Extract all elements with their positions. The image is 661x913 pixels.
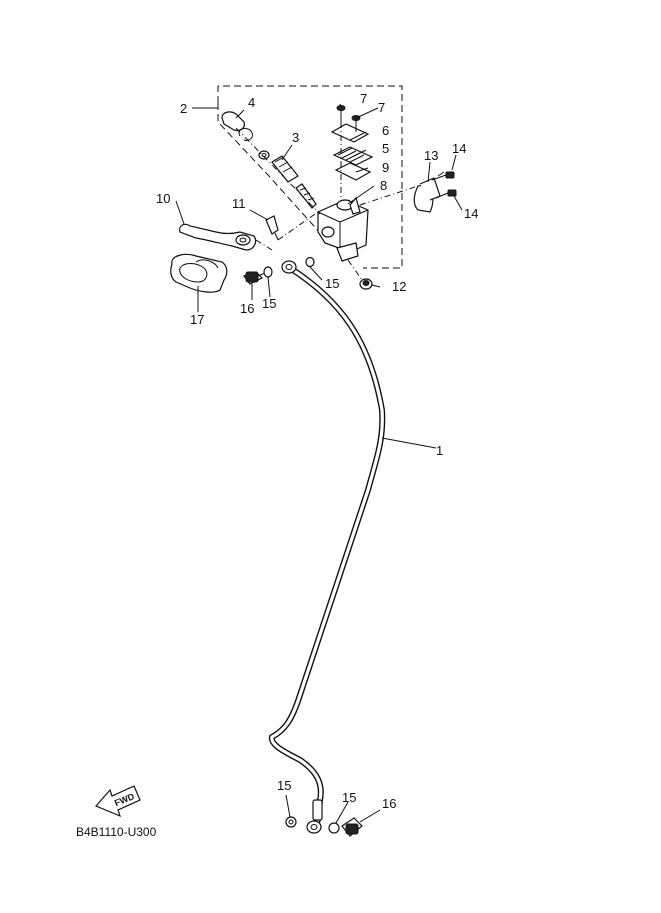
hose-lower-fitting bbox=[306, 799, 323, 834]
master-cylinder-body bbox=[317, 196, 369, 262]
piston-spring bbox=[295, 183, 317, 209]
callout-12: 12 bbox=[392, 279, 406, 294]
diaphragm-plate-5 bbox=[332, 146, 374, 166]
callout-15-lower-left: 15 bbox=[277, 778, 291, 793]
callout-7-left: 7 bbox=[360, 91, 367, 106]
callout-11: 11 bbox=[232, 196, 246, 211]
callout-1: 1 bbox=[436, 443, 443, 458]
callout-15-upper-right: 15 bbox=[325, 276, 339, 291]
master-cylinder-kit-boundary bbox=[192, 85, 403, 269]
clamp-bolt-lower bbox=[435, 189, 457, 199]
leader-lines bbox=[175, 103, 463, 824]
push-rod bbox=[265, 215, 279, 241]
sealing-washer-lower-right bbox=[328, 822, 340, 834]
sealing-washer-lower-left bbox=[285, 816, 297, 828]
piston-boot-4 bbox=[221, 111, 245, 132]
callout-2: 2 bbox=[180, 101, 187, 116]
callout-13: 13 bbox=[424, 148, 438, 163]
sealing-washer-upper-right bbox=[305, 256, 315, 268]
banjo-bolt-lower bbox=[341, 817, 363, 837]
callout-16-upper: 16 bbox=[240, 301, 254, 316]
callout-14-upper: 14 bbox=[452, 141, 466, 156]
sealing-washer-upper-left bbox=[263, 266, 273, 278]
brake-lever bbox=[179, 223, 257, 251]
callout-15-upper-left: 15 bbox=[262, 296, 276, 311]
cap-screw-left bbox=[336, 105, 346, 122]
callout-8: 8 bbox=[380, 178, 387, 193]
callout-4: 4 bbox=[248, 95, 255, 110]
callout-17: 17 bbox=[190, 312, 204, 327]
callout-5: 5 bbox=[382, 141, 389, 156]
diaphragm-9 bbox=[334, 162, 372, 181]
diagram-code: B4B1110-U300 bbox=[76, 825, 157, 839]
callout-6: 6 bbox=[382, 123, 389, 138]
callout-9: 9 bbox=[382, 160, 389, 175]
callout-15-lower-right: 15 bbox=[342, 790, 356, 805]
callout-3: 3 bbox=[292, 130, 299, 145]
clamp-bolt-upper bbox=[431, 171, 455, 181]
lever-holder-17 bbox=[170, 253, 228, 312]
callout-7-right: 7 bbox=[378, 100, 385, 115]
brake-light-switch bbox=[359, 278, 373, 290]
reservoir-cap-6 bbox=[330, 123, 370, 143]
callout-16-lower: 16 bbox=[382, 796, 396, 811]
forward-direction-arrow: FWD bbox=[94, 785, 141, 818]
brake-hose bbox=[268, 260, 386, 834]
callout-10: 10 bbox=[156, 191, 170, 206]
washer bbox=[258, 150, 270, 160]
handlebar-clamp bbox=[413, 177, 441, 213]
callout-14-lower: 14 bbox=[464, 206, 478, 221]
hose-upper-fitting bbox=[281, 260, 297, 274]
